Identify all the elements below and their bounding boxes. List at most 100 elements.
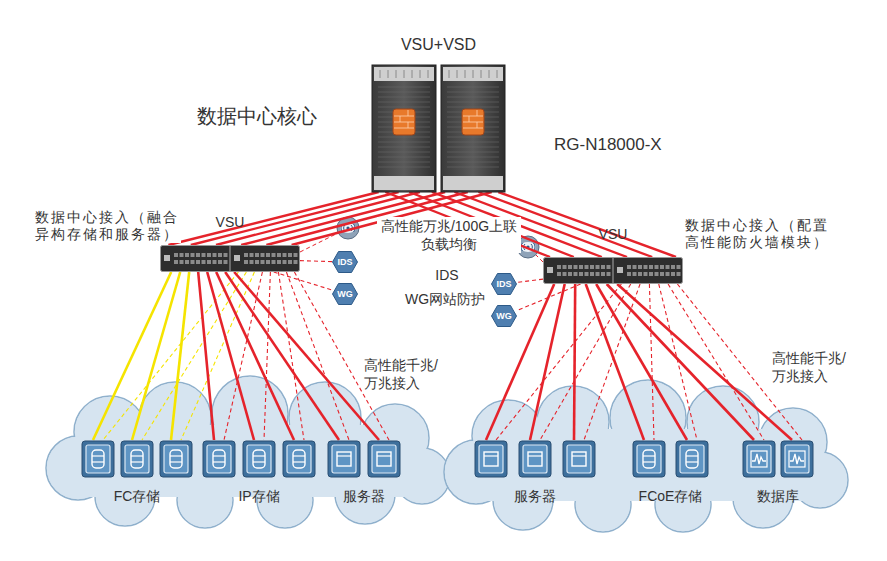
vent [447, 92, 499, 93]
chassis-illustration [372, 65, 505, 192]
vent [378, 122, 430, 123]
switch-port [557, 272, 561, 276]
icon-face [479, 445, 503, 473]
device-icon [633, 441, 665, 477]
switch-led [547, 267, 553, 273]
link-line [659, 284, 697, 440]
vent [378, 152, 430, 153]
link-bundle [486, 284, 640, 440]
device-icon [243, 441, 275, 477]
device-group: FCoE存储 [633, 440, 708, 506]
annotation-label: 高性能万兆/100G上联负载均衡 [377, 217, 521, 253]
annotation-label: IDS [433, 266, 460, 284]
module-label: IDS [337, 257, 352, 267]
device-icon [82, 441, 114, 477]
vent [447, 137, 499, 138]
vent [378, 167, 430, 168]
icon-body [160, 441, 192, 477]
grille [404, 70, 405, 78]
switch-port [568, 272, 572, 276]
firewall-icon [462, 109, 484, 135]
link-bundle [517, 279, 543, 282]
brick-line [463, 116, 483, 117]
chassis-body [441, 65, 505, 192]
icon-face [680, 445, 704, 473]
icon-face [372, 445, 396, 473]
chassis-bottom [374, 176, 434, 190]
switch-port [224, 260, 228, 264]
link-line [540, 284, 631, 440]
switch-divider [613, 258, 614, 283]
storage-symbol [293, 461, 305, 462]
switch-port [557, 265, 561, 269]
server-symbol [337, 452, 351, 466]
switch-port [196, 253, 200, 257]
grille [412, 70, 413, 78]
switch-led [617, 267, 623, 273]
icon-body [563, 441, 595, 477]
database-symbol [789, 451, 805, 467]
switch-port [191, 260, 195, 264]
switch-port [266, 260, 270, 264]
icon-face [125, 445, 149, 473]
network-cloud [444, 380, 848, 532]
device-icons [475, 440, 595, 480]
switch-port [677, 272, 681, 276]
switch-port [250, 253, 254, 257]
link-line [517, 279, 543, 282]
switch-port [207, 253, 211, 257]
chassis-bottom [443, 176, 503, 190]
switch-port [601, 265, 605, 269]
device-label: 服务器 [343, 487, 385, 505]
device-icon [475, 441, 507, 477]
vent [378, 142, 430, 143]
storage-symbol [131, 450, 143, 468]
vent [378, 147, 430, 148]
icon-body [328, 441, 360, 477]
storage-symbol [686, 461, 698, 462]
cluster-label: VSU [216, 213, 245, 231]
icon-face [86, 445, 110, 473]
switch-port [202, 260, 206, 264]
grille [481, 70, 482, 78]
storage-symbol [92, 450, 104, 468]
switch-port [294, 260, 298, 264]
icon-body [633, 441, 665, 477]
link-line [649, 284, 654, 440]
database-symbol [790, 454, 804, 464]
device-icons [328, 440, 400, 480]
switch-port [294, 253, 298, 257]
device-icons [203, 440, 315, 480]
icon-body [121, 441, 153, 477]
brick-line [469, 116, 470, 122]
switch-port [255, 260, 259, 264]
switch-port [607, 265, 611, 269]
storage-symbol [643, 450, 655, 468]
switch-port [596, 265, 600, 269]
switch-port [272, 253, 276, 257]
device-group: 数据库 [743, 440, 813, 506]
access-switch: VSU数据中心接入（融合异构存储和服务器） [160, 245, 300, 272]
switch-port [655, 272, 659, 276]
switch-port [283, 253, 287, 257]
switch-port [585, 272, 589, 276]
device-group: FC存储 [82, 440, 192, 506]
switch-port [660, 265, 664, 269]
switch-port [288, 260, 292, 264]
device-label: FCoE存储 [639, 487, 703, 505]
switch-description: 数据中心接入（配置高性能防火墙模块） [685, 217, 831, 251]
icon-body [676, 441, 708, 477]
vent [447, 122, 499, 123]
switch-port [644, 265, 648, 269]
brick-line [408, 110, 409, 116]
switch-port [563, 265, 567, 269]
device-label: FC存储 [114, 487, 161, 505]
switch-port [627, 265, 631, 269]
switch-port [585, 265, 589, 269]
device-icon [743, 441, 775, 477]
storage-symbol [293, 450, 305, 468]
brick-line [463, 128, 483, 129]
icon-face [164, 445, 188, 473]
switch-port [671, 265, 675, 269]
switch-port [601, 272, 605, 276]
